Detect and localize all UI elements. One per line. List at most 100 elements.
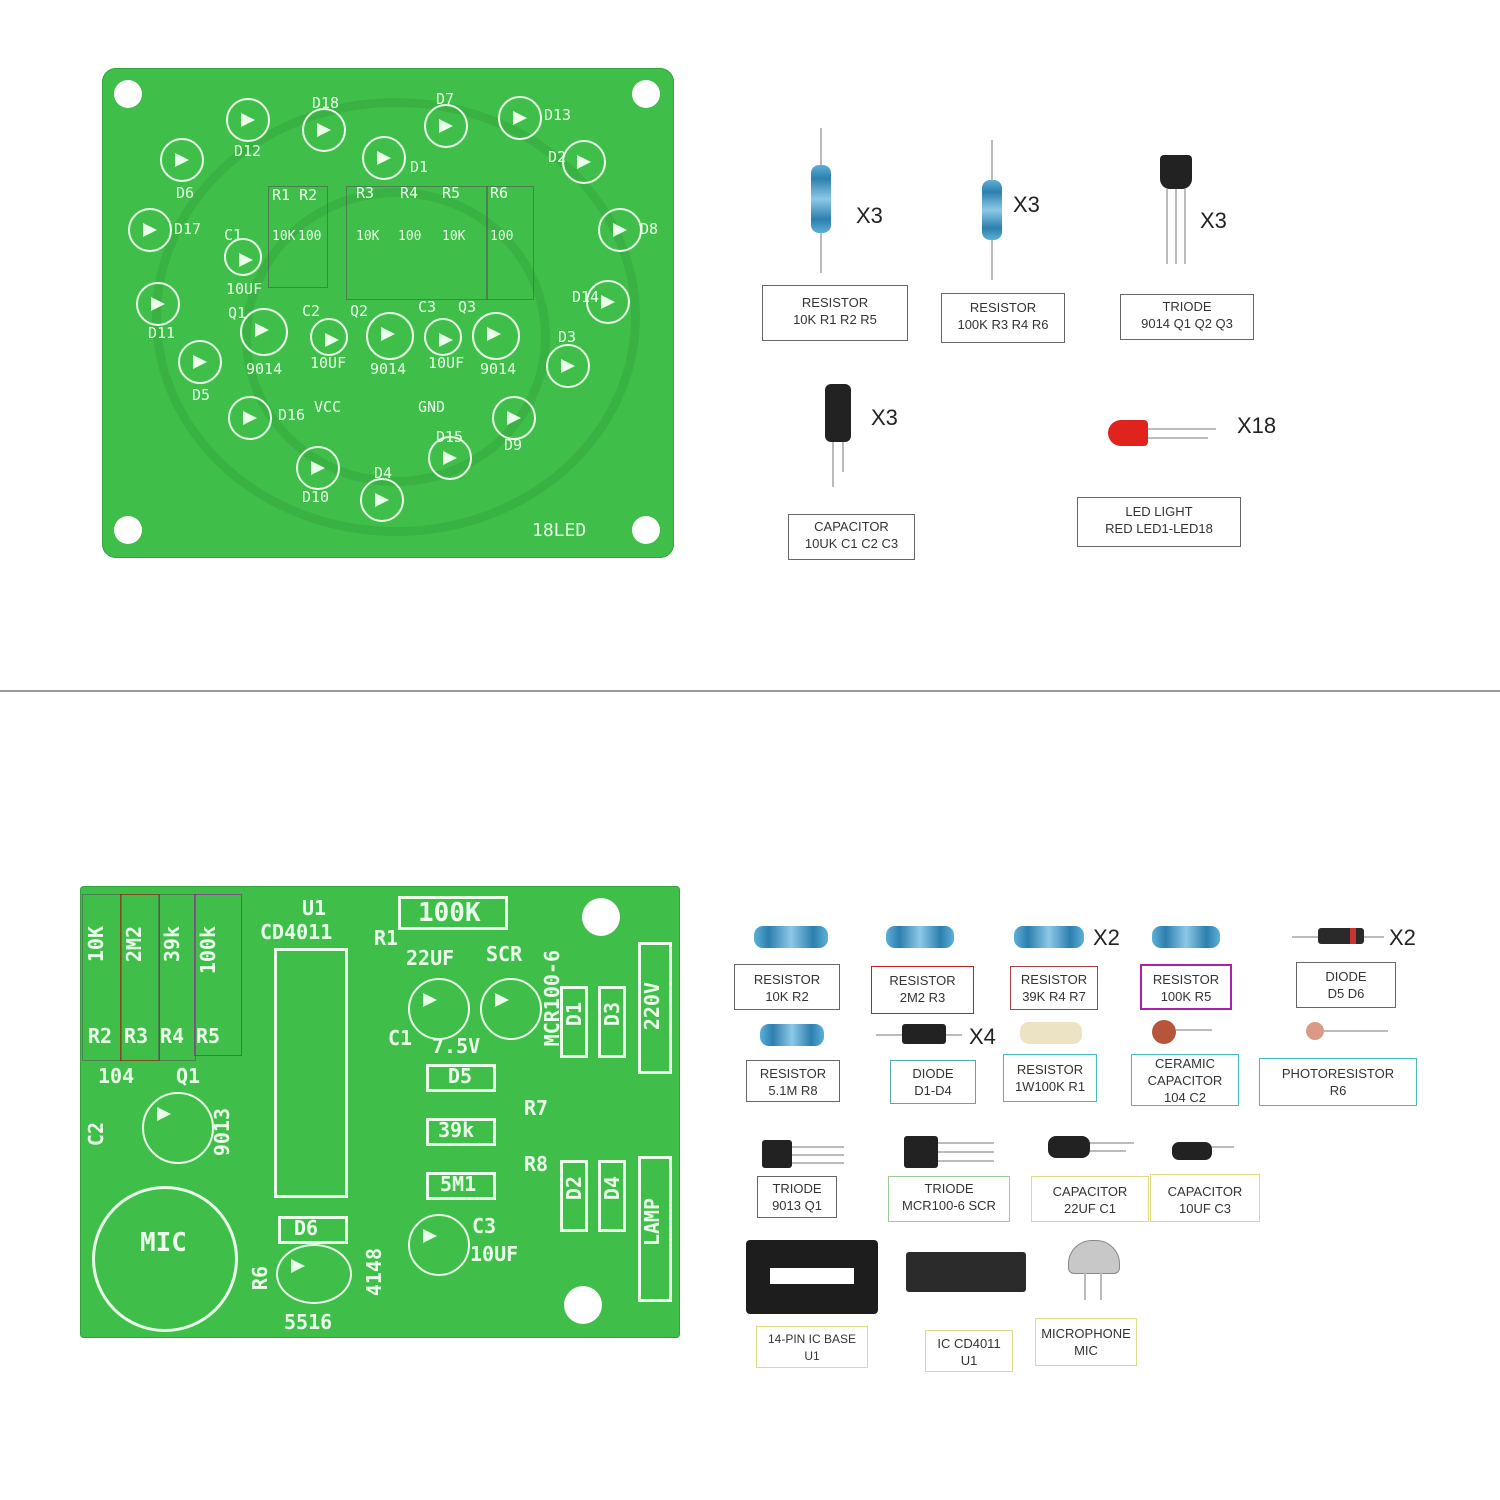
silk-d5: D5	[192, 386, 211, 404]
silk-220v: 220V	[640, 982, 664, 1031]
label-resistor-r1: RESISTOR 1W100K R1	[1003, 1054, 1097, 1102]
label-line1: 14-PIN IC BASE	[767, 1332, 857, 1346]
led-d9	[492, 396, 536, 440]
silk-r6: R6	[490, 184, 509, 202]
capacitor-lead	[842, 442, 844, 472]
label-line2: 10K R2	[765, 989, 809, 1004]
silk-q2: Q2	[350, 302, 369, 320]
led-d3	[546, 344, 590, 388]
silk-r2-value: 10K	[84, 926, 108, 963]
silk-7-5v: 7.5V	[432, 1034, 481, 1058]
label-line2: 100K R3 R4 R6	[957, 317, 1049, 332]
silk-d6: D6	[176, 184, 195, 202]
label-line1: MICROPHONE	[1041, 1326, 1131, 1341]
silk-r3: R3	[124, 1024, 149, 1048]
terminal-220v	[638, 942, 672, 1074]
label-line1: DIODE	[1325, 969, 1367, 984]
label-line1: CAPACITOR	[1167, 1184, 1243, 1199]
ic-cd4011-image	[906, 1252, 1026, 1292]
label-ic-base: 14-PIN IC BASE U1	[756, 1326, 868, 1368]
resistor-100k-image	[982, 180, 1002, 240]
footprint-r6	[486, 186, 534, 300]
silk-d7: D7	[436, 90, 455, 108]
qty-resistor-10k: X3	[856, 203, 883, 228]
diode-d5-d6-image	[1318, 928, 1364, 944]
silk-d18: D18	[312, 94, 340, 112]
silk-r1-value: 100K	[418, 898, 481, 928]
silk-q3: Q3	[458, 298, 477, 316]
photoresistor-image	[1306, 1022, 1324, 1040]
resistor-10k-image	[811, 165, 831, 233]
diode-d2-footprint	[560, 1160, 588, 1232]
triode-scr-image	[904, 1136, 938, 1168]
label-diode-d1-d4: DIODE D1-D4	[890, 1060, 976, 1104]
silk-r4: R4	[400, 184, 419, 202]
label-line2: 10UF C3	[1178, 1201, 1232, 1216]
silk-r4: R4	[160, 1024, 185, 1048]
terminal-lamp	[638, 1156, 672, 1302]
silk-q2-value: 9014	[370, 360, 407, 378]
silk-c1: C1	[388, 1026, 413, 1050]
silk-lamp: LAMP	[640, 1198, 664, 1247]
silk-d11: D11	[148, 324, 176, 342]
silk-mcr100: MCR100-6	[540, 950, 564, 1047]
label-line2: 1W100K R1	[1014, 1079, 1086, 1094]
microphone-lead	[1100, 1272, 1102, 1300]
qty-resistor-39k: X2	[1093, 925, 1120, 950]
silk-d8: D8	[640, 220, 659, 238]
label-line2: U1	[960, 1353, 978, 1368]
label-line2: 9014 Q1 Q2 Q3	[1141, 316, 1233, 331]
silk-r7: R7	[524, 1096, 549, 1120]
qty-diode-d1-d4: X4	[969, 1024, 996, 1049]
led-d1	[362, 136, 406, 180]
label-line1: RESISTOR	[753, 972, 821, 987]
silk-mic: MIC	[140, 1228, 187, 1258]
silk-c1-value: 10UF	[226, 280, 263, 298]
led-d5	[178, 340, 222, 384]
label-line2: 100K R5	[1160, 989, 1212, 1004]
board-brand-label: 18LED	[532, 520, 587, 541]
ic-socket-window	[770, 1268, 854, 1284]
label-line2: MCR100-6 SCR	[902, 1198, 996, 1213]
label-triode-9013: TRIODE 9013 Q1	[757, 1176, 837, 1218]
silk-c3: C3	[418, 298, 437, 316]
label-line2: 22UF C1	[1063, 1201, 1117, 1216]
led-lead	[1148, 428, 1216, 430]
silk-d2: D2	[562, 1176, 586, 1201]
label-line2: RED LED1-LED18	[1105, 521, 1213, 536]
silk-r6: R6	[248, 1266, 272, 1291]
capacitor-lead	[1090, 1142, 1134, 1144]
triode-lead	[792, 1146, 844, 1148]
label-line1: RESISTOR	[969, 300, 1037, 315]
label-line1: TRIODE	[924, 1181, 974, 1196]
silk-c1-value: 22UF	[406, 946, 455, 970]
triode-q1-footprint	[142, 1092, 214, 1164]
footprint-r4	[158, 894, 196, 1061]
silk-r1r2: R1 R2	[272, 186, 318, 204]
qty-diode-d5-d6: X2	[1389, 925, 1416, 950]
capacitor-c2-footprint	[310, 318, 348, 356]
qty-triode: X3	[1200, 208, 1227, 233]
ic-socket-image	[746, 1240, 878, 1314]
label-triode-scr: TRIODE MCR100-6 SCR	[888, 1176, 1010, 1222]
mounting-hole	[114, 80, 142, 108]
red-led-image	[1108, 420, 1148, 446]
triode-q3-footprint	[472, 312, 520, 360]
resistor-39k-image	[984, 926, 1114, 948]
scr-footprint	[480, 978, 542, 1040]
silk-d10: D10	[302, 488, 330, 506]
label-resistor-r5: RESISTOR 100K R5	[1140, 964, 1232, 1010]
label-resistor-r8: RESISTOR 5.1M R8	[746, 1060, 840, 1102]
label-line1: TRIODE	[772, 1181, 822, 1196]
silk-vcc: VCC	[314, 398, 342, 416]
photoresistor-r6-footprint	[276, 1244, 352, 1304]
led-d11	[136, 282, 180, 326]
label-line1: CAPACITOR	[1052, 1184, 1128, 1199]
silk-r5: R5	[442, 184, 461, 202]
bottom-pcb-board: 10K 2M2 39k 100k R2 R3 R4 R5 U1 CD4011 1…	[80, 886, 680, 1338]
silk-d6: D6	[294, 1216, 319, 1240]
microphone-lead	[1084, 1272, 1086, 1300]
label-line1: RESISTOR	[1016, 1062, 1084, 1077]
capacitor-c1-footprint	[408, 978, 470, 1040]
section-divider	[0, 690, 1500, 692]
